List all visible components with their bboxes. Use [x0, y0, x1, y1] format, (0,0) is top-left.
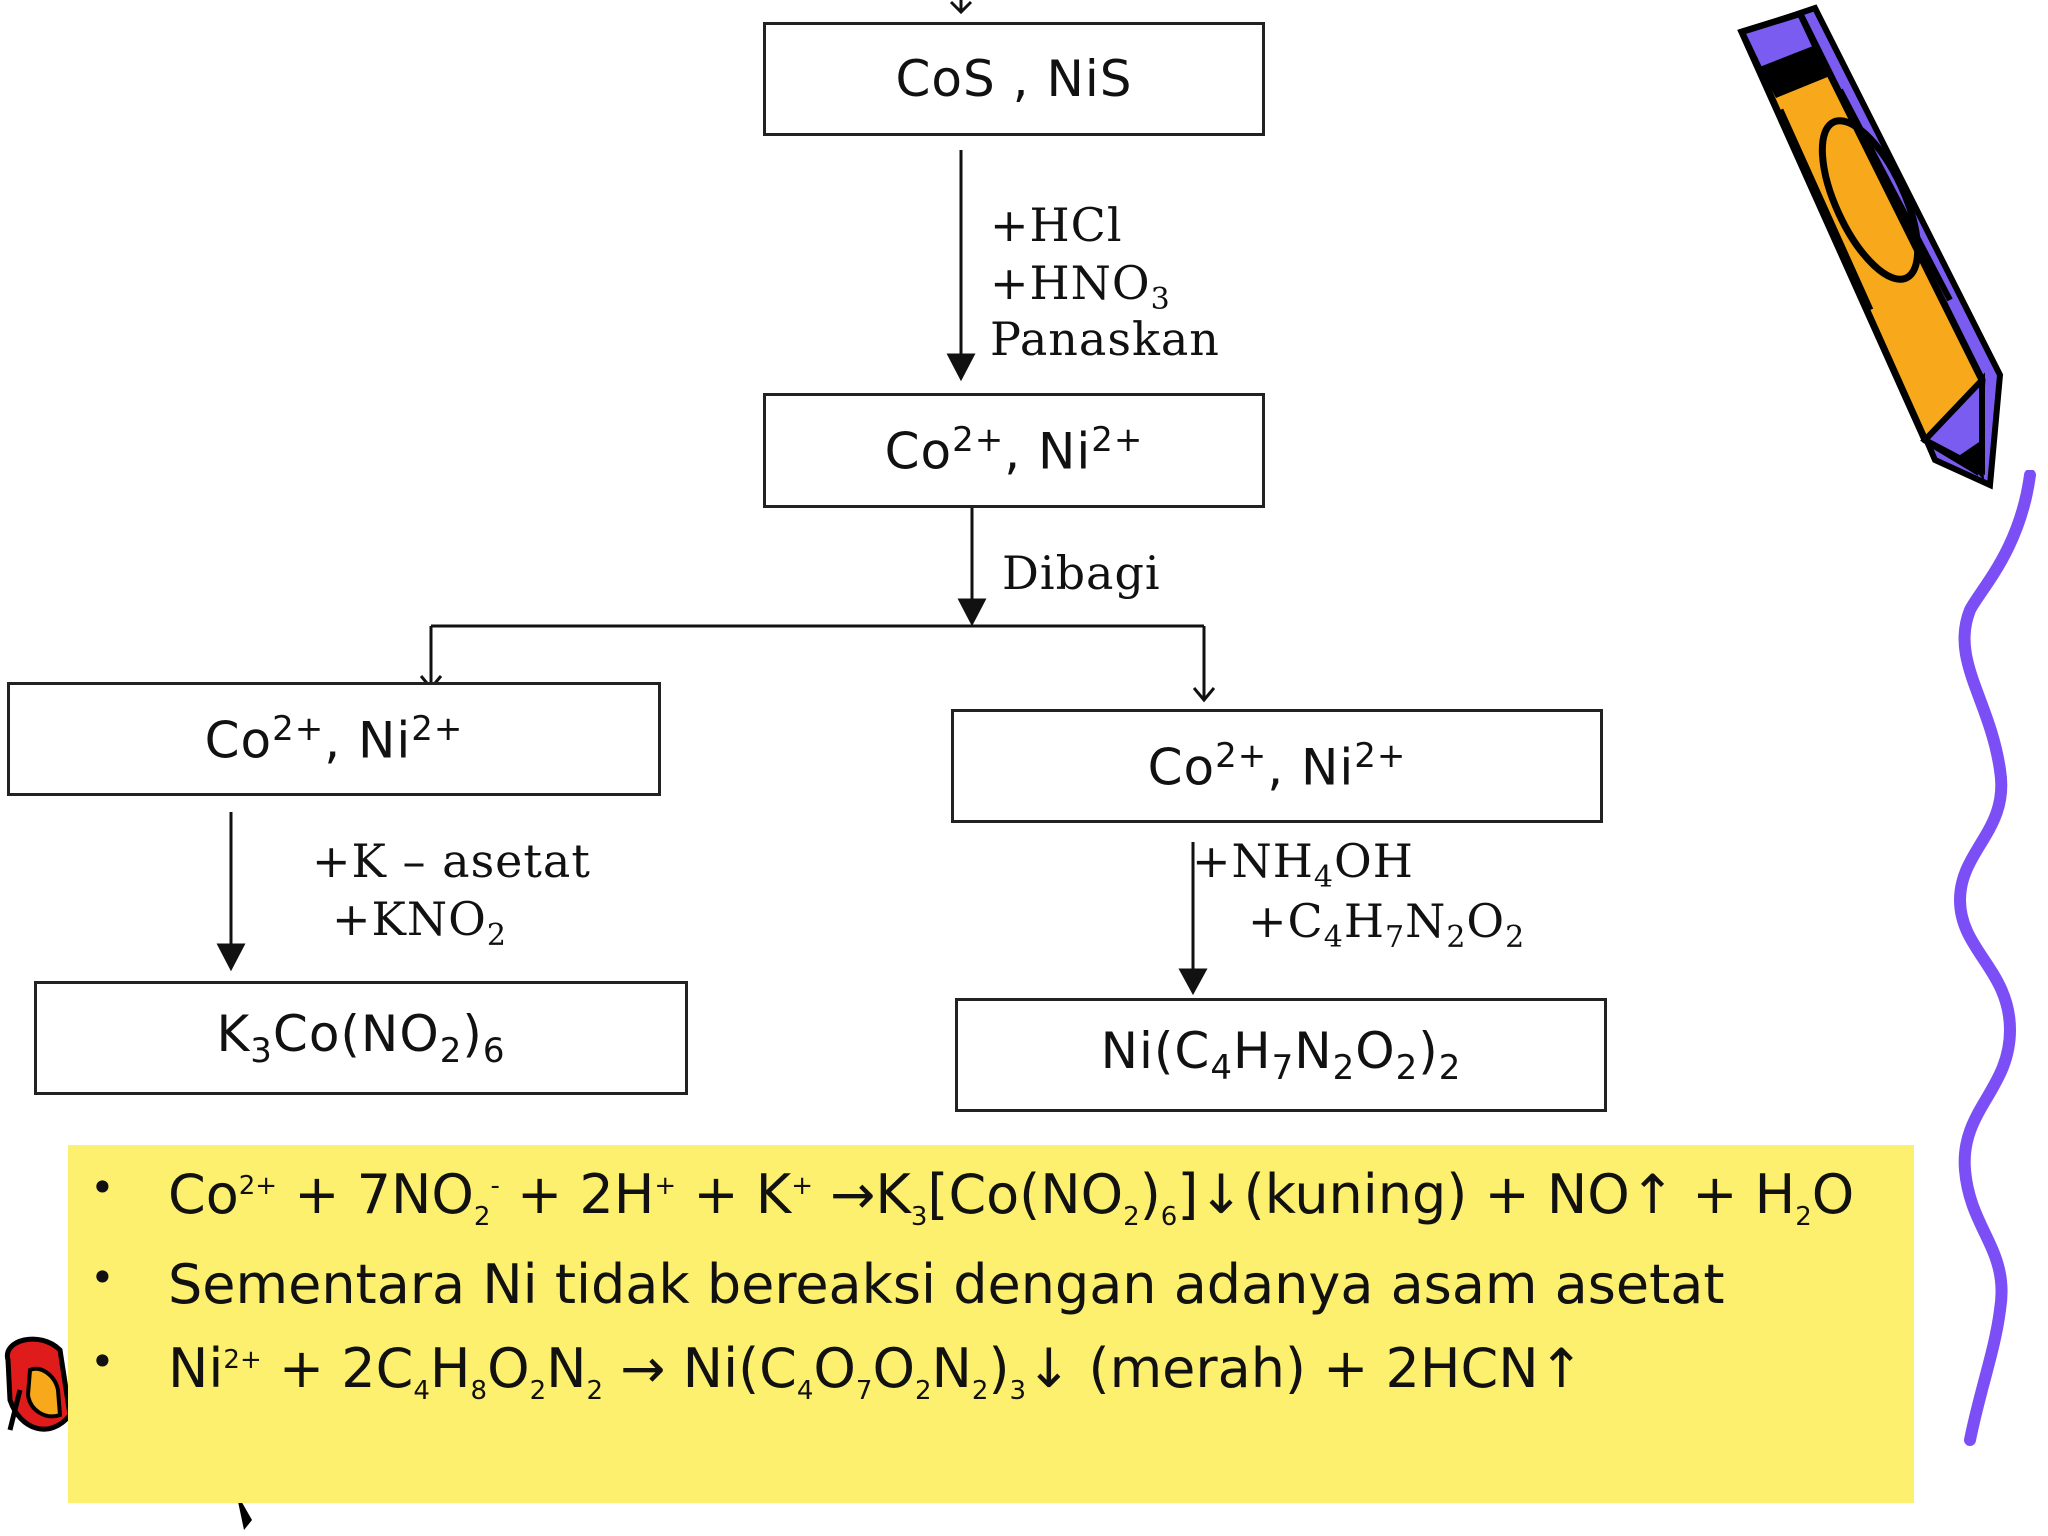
reaction-item-nickel: • Ni2+ + 2C4H8O2N2 → Ni(C4O7O2N2)3↓ (mer… [68, 1337, 1908, 1407]
bullet: • [90, 1253, 115, 1302]
box-cos-nis: CoS , NiS [763, 22, 1265, 136]
reaction-note-text: Sementara Ni tidak bereaksi dengan adany… [168, 1253, 1725, 1316]
label-k-asetat: +K – asetat [312, 834, 591, 888]
reaction-nickel-text: Ni2+ + 2C4H8O2N2 → Ni(C4O7O2N2)3↓ (merah… [168, 1337, 1584, 1406]
box-co-ni-left-text: Co2+, Ni2+ [204, 708, 464, 770]
label-dimethylglyoxime: +C4H7N2O2 [1248, 894, 1526, 956]
box-nickel-dimethylglyoxime: Ni(C4H7N2O2)2 [955, 998, 1607, 1112]
label-kno2: +KNO2 [332, 892, 507, 954]
squiggle-icon [1953, 470, 2036, 1446]
box-cos-nis-text: CoS , NiS [895, 50, 1133, 108]
arrowhead-dmg [1178, 968, 1208, 996]
reaction-panel: • Co2+ + 7NO2- + 2H+ + K+ →K3[Co(NO2)6]↓… [68, 1145, 1914, 1503]
arrowhead-split [957, 598, 987, 627]
label-split: Dibagi [1002, 546, 1161, 600]
reaction-cobalt-text: Co2+ + 7NO2- + 2H+ + K+ →K3[Co(NO2)6]↓(k… [168, 1163, 1855, 1232]
arrowhead-hcl [946, 353, 976, 382]
box-co-ni-dissolved-text: Co2+, Ni2+ [884, 420, 1144, 481]
box-potassium-cobaltinitrite: K3Co(NO2)6 [34, 981, 688, 1095]
pencil-icon [1737, 4, 2004, 490]
box-potassium-cobaltinitrite-text: K3Co(NO2)6 [216, 1005, 506, 1071]
box-co-ni-left: Co2+, Ni2+ [7, 682, 661, 796]
bullet: • [90, 1163, 115, 1212]
reaction-item-note: • Sementara Ni tidak bereaksi dengan ada… [68, 1253, 1908, 1323]
label-hno3: +HNO3 [990, 256, 1171, 318]
reaction-item-cobalt: • Co2+ + 7NO2- + 2H+ + K+ →K3[Co(NO2)6]↓… [68, 1163, 1908, 1233]
box-co-ni-right-text: Co2+, Ni2+ [1147, 735, 1407, 797]
label-hcl: +HCl [990, 198, 1123, 252]
box-co-ni-dissolved: Co2+, Ni2+ [763, 393, 1265, 508]
box-nickel-dimethylglyoxime-text: Ni(C4H7N2O2)2 [1100, 1022, 1462, 1088]
label-nh4oh: +NH4OH [1192, 834, 1414, 896]
arrowhead-kno2 [216, 943, 246, 972]
label-heat: Panaskan [990, 312, 1220, 366]
bullet: • [90, 1337, 115, 1386]
box-co-ni-right: Co2+, Ni2+ [951, 709, 1603, 823]
